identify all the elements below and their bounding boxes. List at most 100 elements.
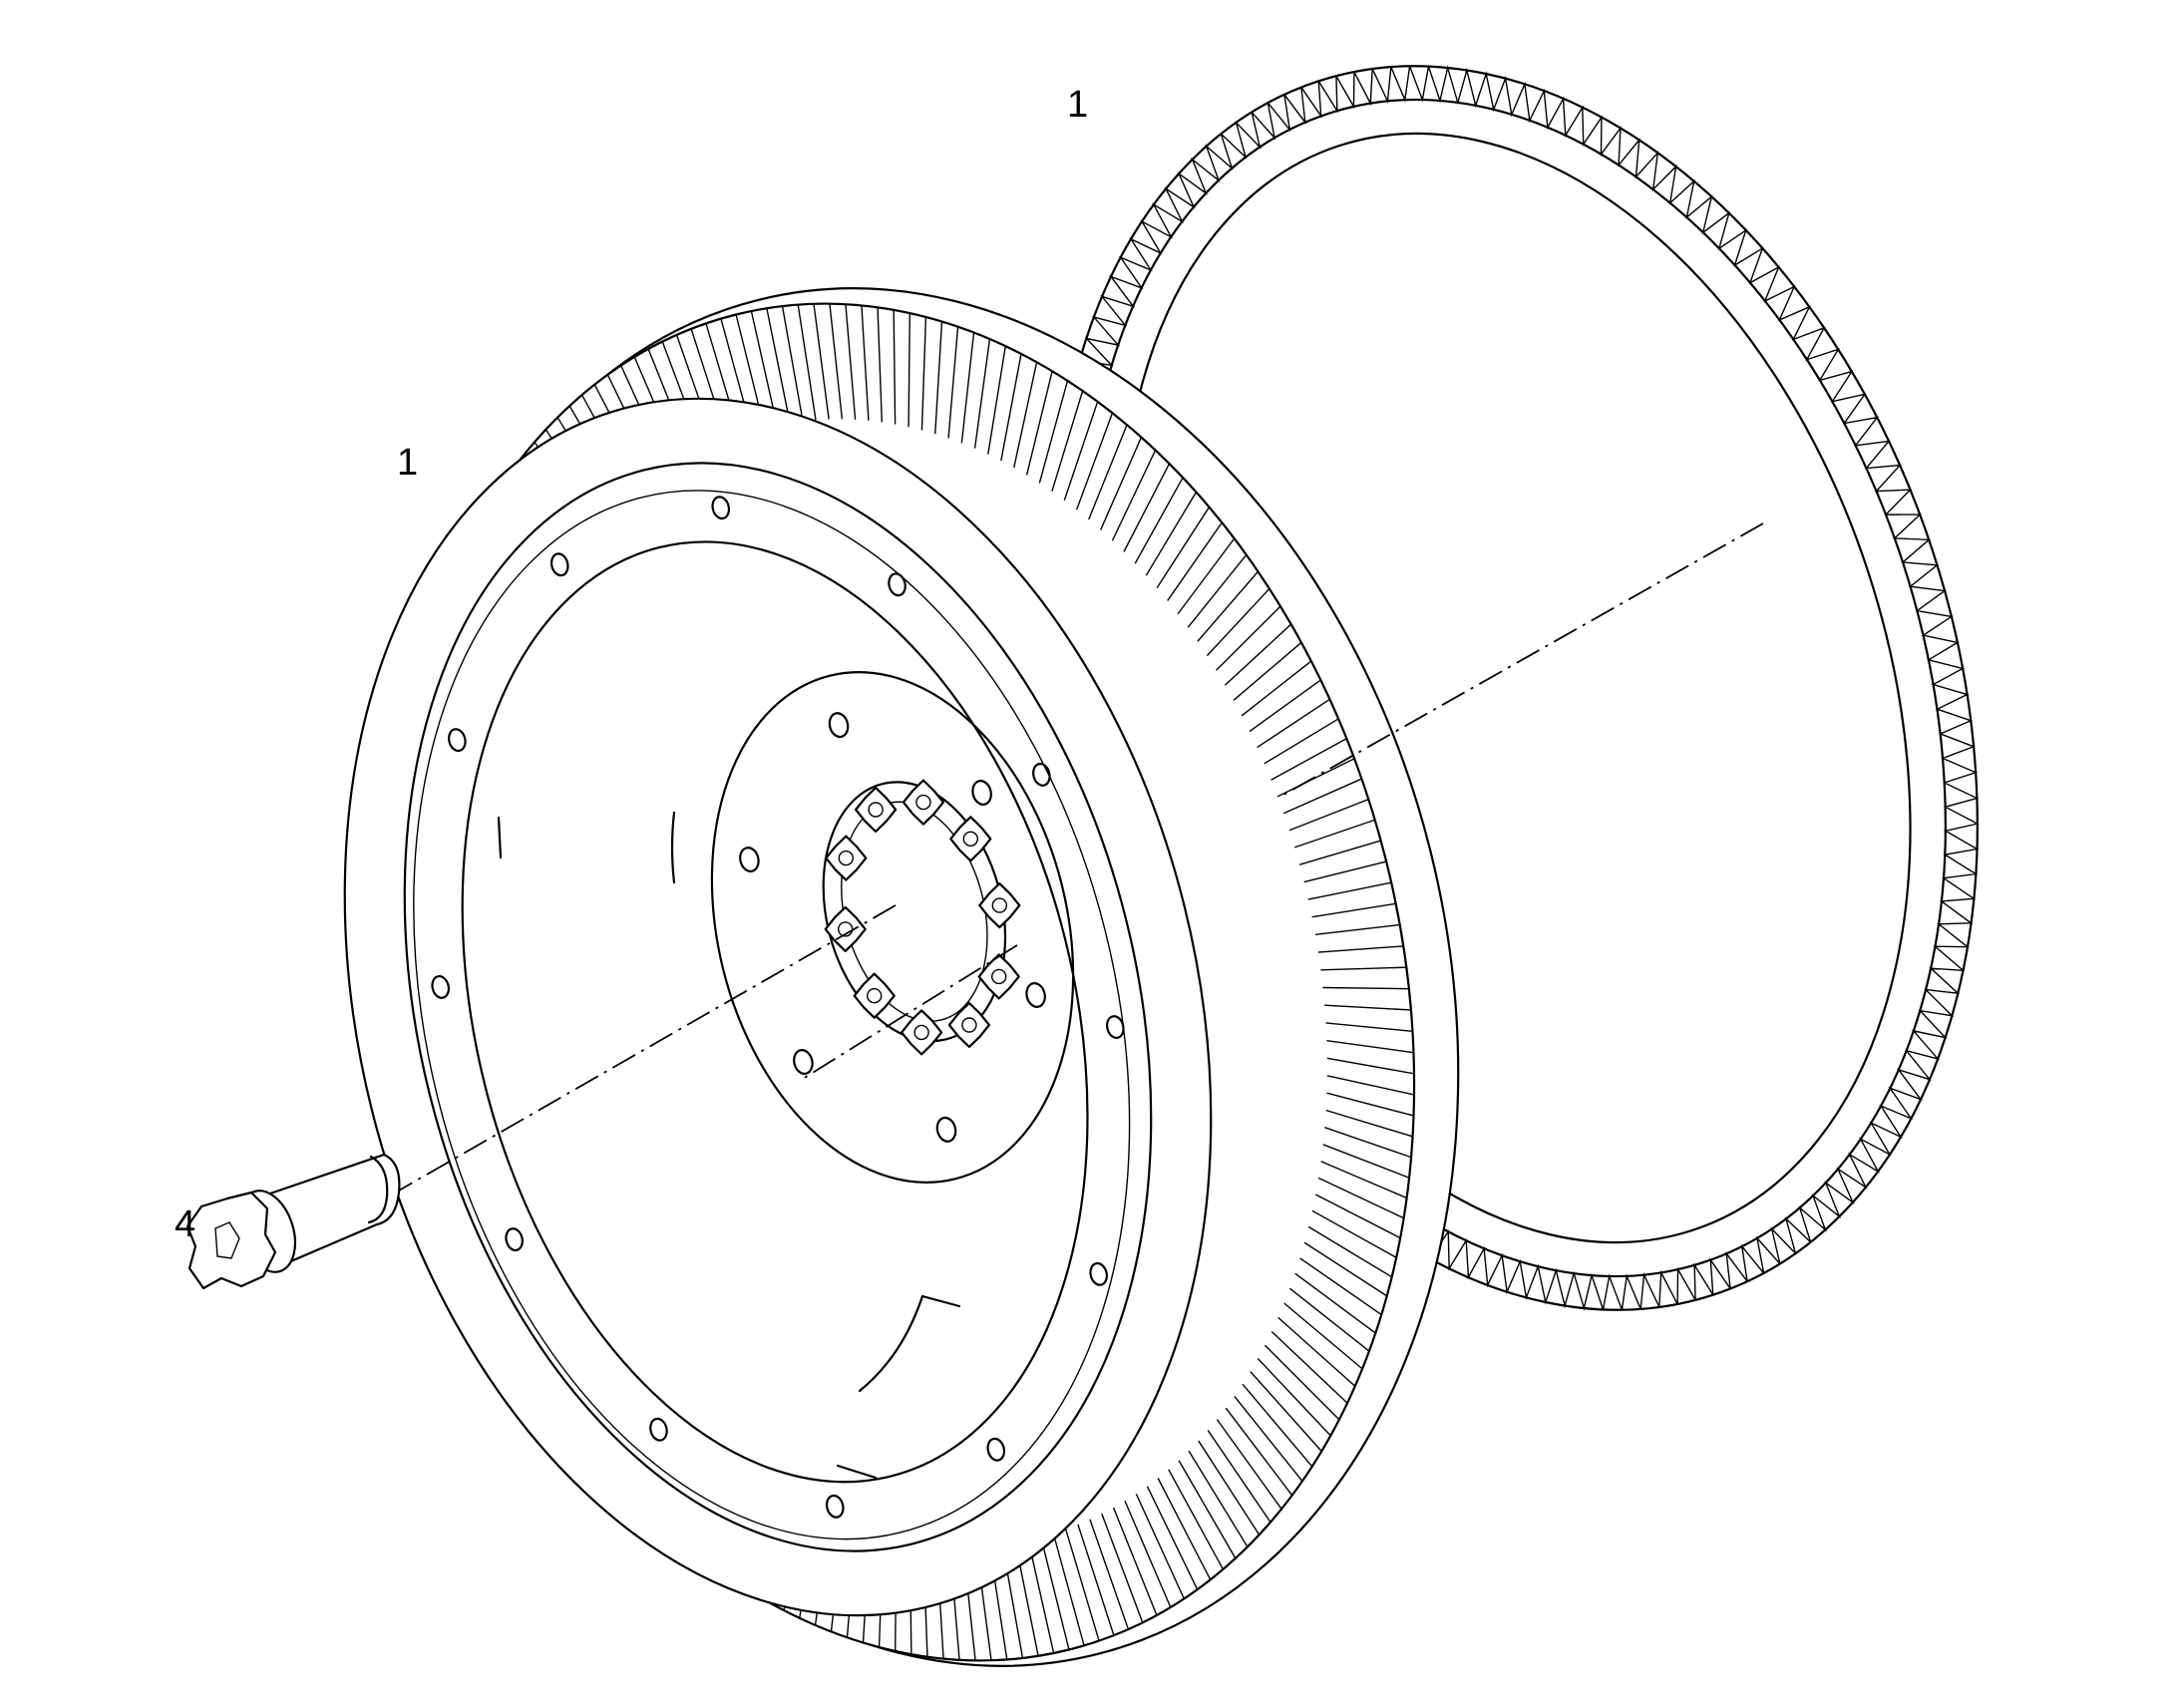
flywheel-bolt-head-center bbox=[867, 988, 883, 1004]
flywheel-bolt bbox=[185, 1153, 401, 1290]
flywheel-tooth bbox=[1063, 401, 1099, 502]
flywheel-outer-hole bbox=[888, 572, 907, 597]
flywheel-tooth bbox=[1324, 1004, 1411, 1011]
flywheel-tooth bbox=[781, 305, 804, 422]
flywheel-bolt-head bbox=[853, 972, 896, 1019]
flywheel-outer-hole bbox=[986, 1437, 1006, 1462]
flywheel-friction-ring bbox=[403, 462, 1153, 1552]
flywheel-step-ring bbox=[413, 490, 1131, 1540]
bolt-head-recess bbox=[214, 1221, 240, 1259]
flywheel-bolt-head-center bbox=[991, 968, 1007, 985]
bolt-chamfer bbox=[367, 1155, 389, 1224]
flywheel-tooth bbox=[1216, 605, 1281, 671]
flywheel-tooth bbox=[1314, 1194, 1401, 1239]
flywheel-bolt-head bbox=[824, 905, 867, 952]
flywheel-tooth bbox=[1307, 1225, 1392, 1278]
flywheel-tooth bbox=[1288, 798, 1369, 832]
flywheel-tooth bbox=[1276, 758, 1355, 798]
flywheel-outer-hole bbox=[448, 728, 467, 753]
flywheel-tooth bbox=[1264, 718, 1339, 765]
flywheel-tooth bbox=[1320, 1161, 1407, 1199]
flywheel-tooth bbox=[1156, 507, 1210, 589]
flywheel-tooth bbox=[1241, 660, 1312, 717]
flywheel-hub-hole bbox=[1025, 982, 1046, 1008]
flywheel-tooth bbox=[1317, 1177, 1404, 1219]
flywheel-tooth bbox=[1135, 1493, 1185, 1599]
flywheel-tooth bbox=[1249, 679, 1321, 733]
flywheel-tooth bbox=[987, 346, 1006, 455]
flywheel-tooth bbox=[845, 304, 857, 420]
callout-bolt: 4 bbox=[175, 1203, 195, 1245]
flywheel-bolt-head-center bbox=[915, 794, 931, 811]
flywheel-tooth bbox=[1123, 463, 1171, 552]
flywheel-tooth bbox=[908, 313, 911, 428]
flywheel-outer-hole bbox=[549, 552, 569, 577]
flywheel-tooth bbox=[1317, 945, 1404, 953]
flywheel-outer-hole bbox=[1089, 1261, 1108, 1286]
flywheel-recess bbox=[461, 540, 1089, 1484]
flywheel-tooth bbox=[1124, 1501, 1172, 1608]
flywheel-bolt-head bbox=[949, 816, 992, 862]
flywheel-tooth bbox=[1271, 1330, 1348, 1404]
flywheel-tooth bbox=[1250, 1371, 1322, 1452]
flywheel-tooth bbox=[1299, 1257, 1382, 1316]
flywheel-tooth bbox=[1307, 881, 1392, 900]
flywheel-tooth bbox=[1000, 353, 1022, 462]
flywheel-tooth bbox=[877, 307, 884, 423]
flywheel-tooth bbox=[1233, 641, 1302, 701]
flywheel-tooth bbox=[1325, 1022, 1413, 1033]
flywheel-bolt-heads bbox=[824, 779, 1021, 1056]
flywheel-tooth bbox=[1282, 778, 1362, 815]
flywheel-bolt-head-center bbox=[913, 1024, 929, 1041]
flywheel-tooth bbox=[1177, 537, 1236, 615]
flywheel-tooth bbox=[1324, 1127, 1412, 1159]
flywheel-tooth bbox=[1206, 588, 1271, 657]
flywheel-tooth bbox=[1188, 1450, 1249, 1547]
callout-ring-gear: 1 bbox=[1067, 84, 1088, 126]
flywheel-tooth bbox=[1207, 1430, 1272, 1524]
axis-line-upper bbox=[1277, 522, 1764, 799]
flywheel-tooth bbox=[960, 332, 975, 444]
flywheel-bolt-head bbox=[825, 835, 868, 881]
flywheel-tooth bbox=[1197, 570, 1260, 642]
flywheel-tooth bbox=[1225, 1407, 1293, 1497]
flywheel-tooth bbox=[1288, 1287, 1370, 1352]
axis-line-bolt bbox=[398, 904, 897, 1192]
flywheel-tooth bbox=[1303, 860, 1387, 883]
flywheel-tooth bbox=[1111, 450, 1157, 541]
flywheel-bolt-head-center bbox=[961, 1017, 977, 1033]
flywheel-hub-hole bbox=[739, 847, 760, 872]
flywheel-tooth bbox=[1294, 1272, 1376, 1334]
flywheel-bolt-head-center bbox=[991, 897, 1007, 913]
flywheel-mark-lower bbox=[858, 1294, 924, 1393]
flywheel-tooth bbox=[1167, 521, 1223, 601]
flywheel-tooth bbox=[1314, 923, 1400, 936]
flywheel-tooth bbox=[1089, 1519, 1130, 1630]
flywheel-bolt-head bbox=[901, 1009, 943, 1056]
flywheel-tooth bbox=[1283, 1302, 1363, 1370]
flywheel-bolt-head bbox=[947, 1001, 990, 1049]
flywheel-tooth bbox=[1157, 1478, 1212, 1580]
flywheel-outer-hole bbox=[505, 1227, 524, 1252]
flywheel-tooth bbox=[829, 303, 844, 420]
flywheel-bolt-head bbox=[855, 786, 898, 834]
flywheel-tooth bbox=[1311, 902, 1396, 918]
flywheel-tooth bbox=[1224, 623, 1292, 686]
flywheel-bolt-head-center bbox=[838, 850, 854, 866]
flywheel-tooth bbox=[1146, 1486, 1199, 1590]
flywheel-tooth bbox=[973, 338, 991, 449]
flywheel-hub-hole bbox=[971, 780, 992, 806]
flywheel-tooth bbox=[1303, 1241, 1388, 1297]
flywheel-bolt-head bbox=[902, 779, 944, 826]
flywheel-tooth bbox=[861, 305, 870, 421]
flywheel-tooth bbox=[1038, 380, 1069, 484]
flywheel-outer-hole bbox=[825, 1494, 845, 1519]
flywheel-tooth bbox=[920, 316, 927, 431]
flywheel-outer-hole bbox=[649, 1417, 668, 1442]
flywheel-tooth bbox=[1326, 1057, 1415, 1075]
flywheel-tooth bbox=[750, 310, 778, 426]
flywheel-tooth bbox=[1257, 698, 1330, 749]
flywheel-tooth bbox=[1051, 390, 1084, 493]
